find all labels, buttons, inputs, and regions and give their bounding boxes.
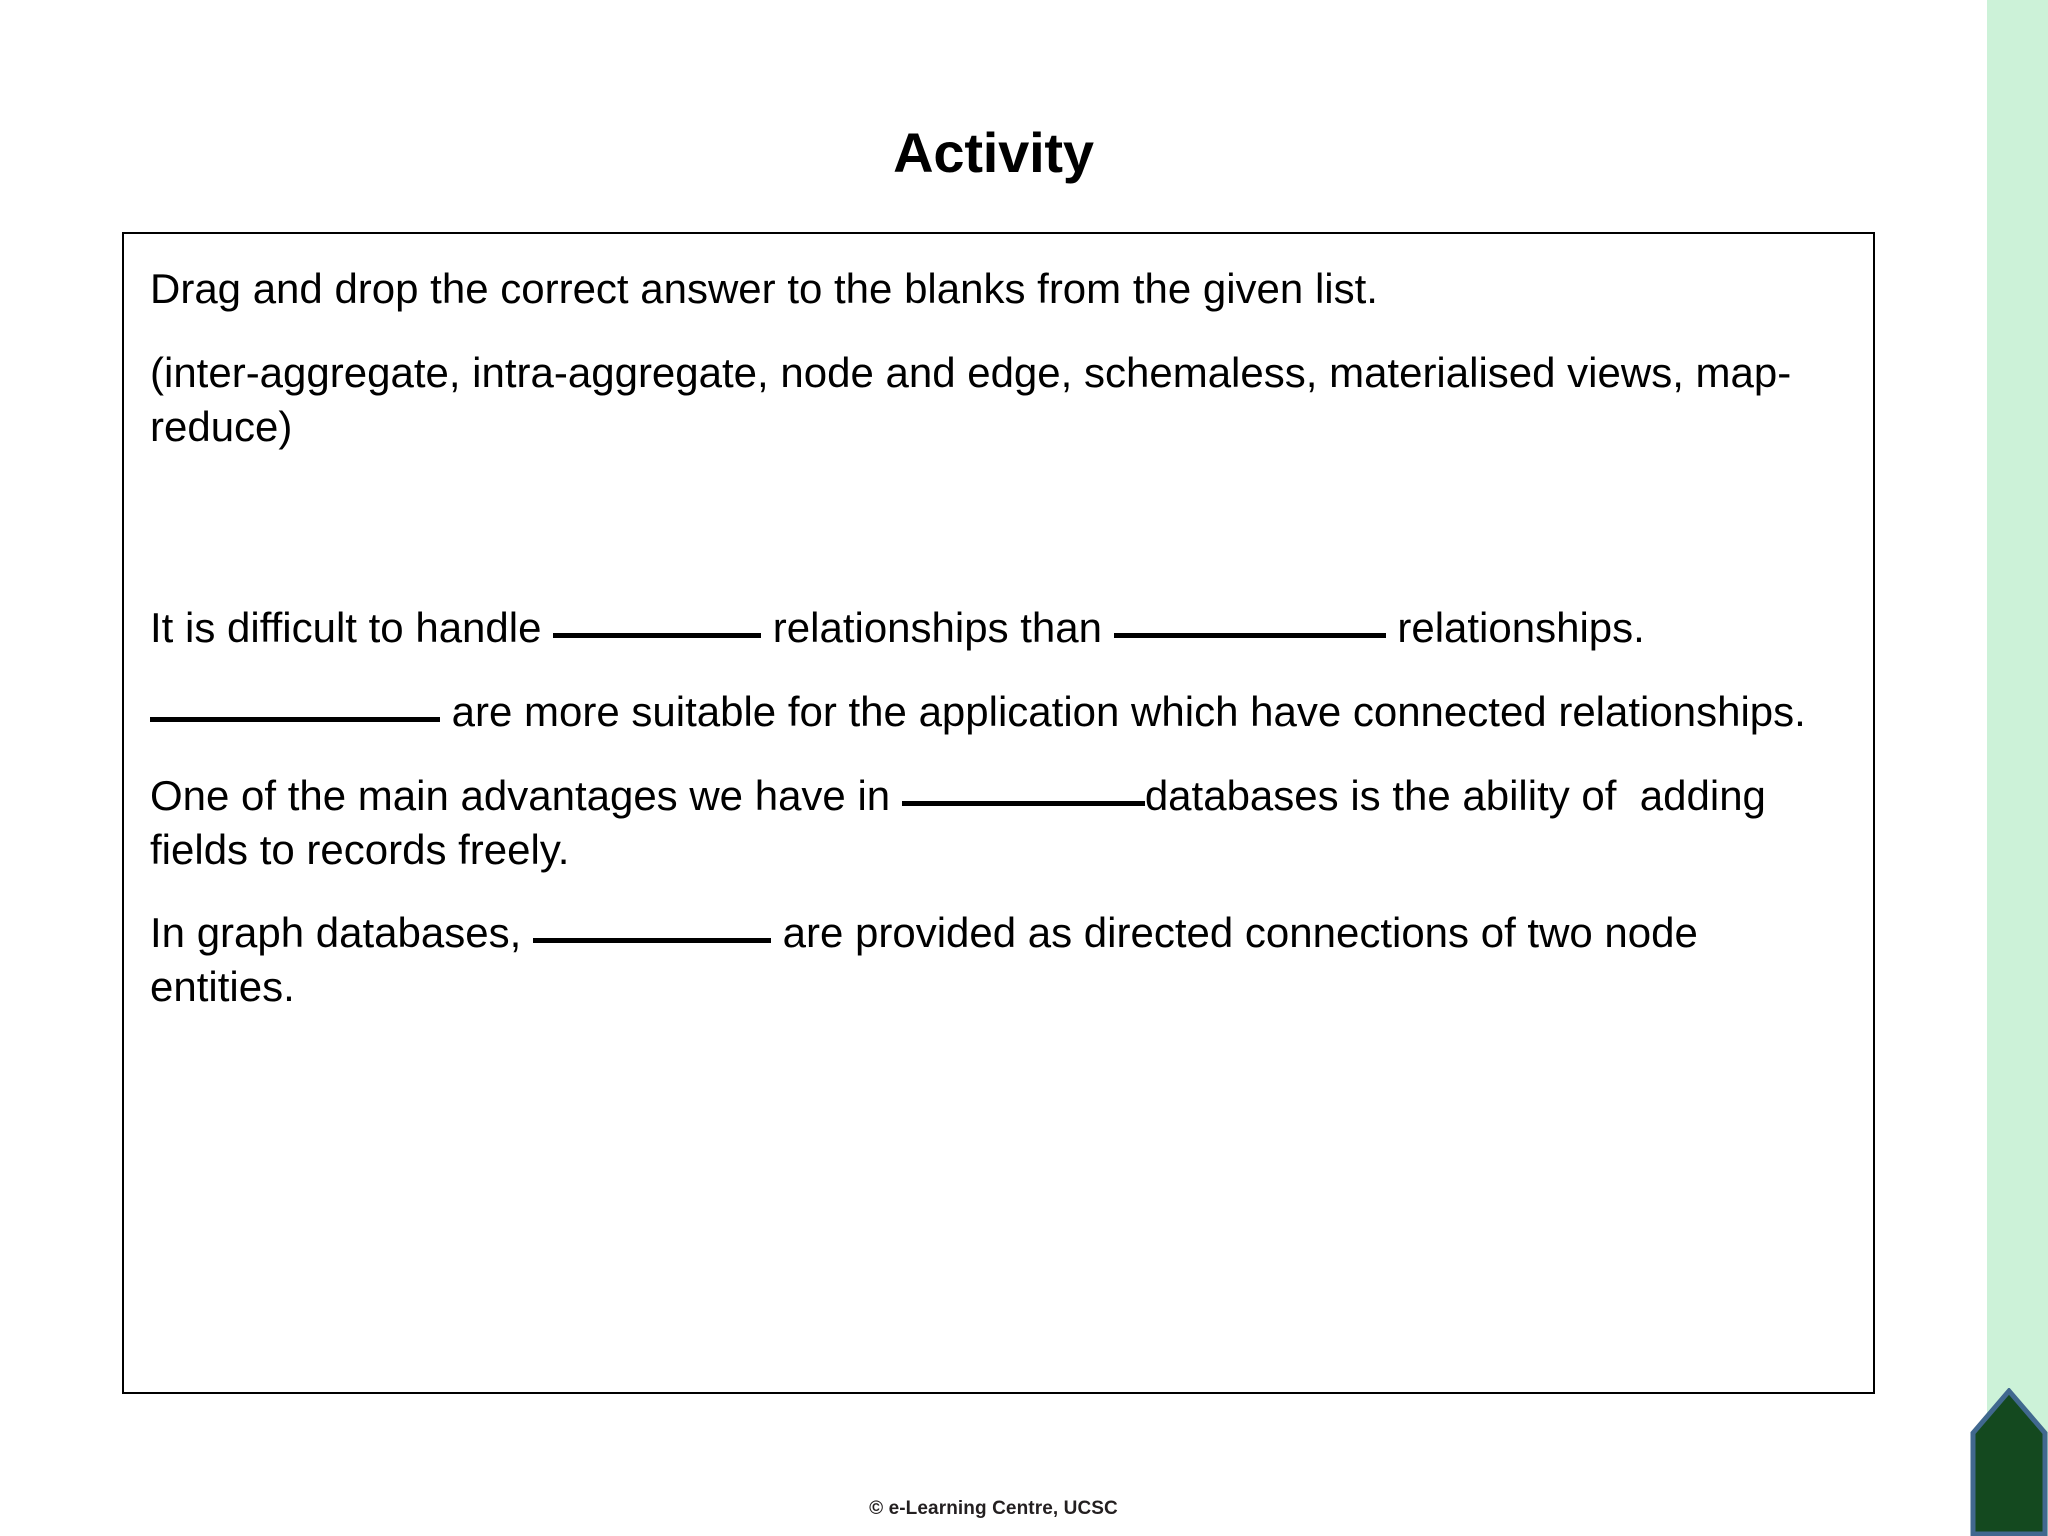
question-1-text-b: relationships than — [761, 604, 1114, 652]
question-4-text-b: are provided as directed connections of … — [150, 909, 1710, 1010]
question-1-blank-1[interactable] — [553, 599, 762, 639]
question-1-blank-2[interactable] — [1113, 599, 1386, 639]
question-2-text-a: are more suitable for the application wh… — [440, 688, 1806, 735]
question-4-text-a: In graph databases, — [150, 909, 533, 957]
question-1: It is difficult to handle relationships … — [150, 601, 1843, 655]
question-3-blank-1[interactable] — [901, 767, 1145, 806]
pentagon-arrow-marker-icon — [1970, 1388, 2048, 1536]
question-3-text-b: databases is the ability of adding field… — [150, 771, 1790, 873]
question-4-blank-1[interactable] — [532, 904, 771, 944]
question-2-blank-1[interactable] — [150, 683, 440, 722]
word-bank-text: (inter-aggregate, intra-aggregate, node … — [150, 348, 1792, 450]
activity-content-box: Drag and drop the correct answer to the … — [122, 232, 1875, 1394]
question-1-text-a: It is difficult to handle — [150, 604, 554, 652]
copyright-footer: © e-Learning Centre, UCSC — [869, 1498, 1118, 1519]
question-1-text-c: relationships. — [1385, 604, 1645, 652]
page-title: Activity — [893, 121, 1094, 184]
question-2: are more suitable for the application wh… — [150, 685, 1843, 739]
spacer — [150, 483, 1843, 601]
question-3: One of the main advantages we have in da… — [150, 769, 1843, 877]
instruction-text: Drag and drop the correct answer to the … — [150, 265, 1378, 312]
question-4: In graph databases, are provided as dire… — [150, 906, 1843, 1014]
right-edge-green-strip — [1987, 0, 2048, 1536]
question-3-text-a: One of the main advantages we have in — [150, 771, 902, 819]
